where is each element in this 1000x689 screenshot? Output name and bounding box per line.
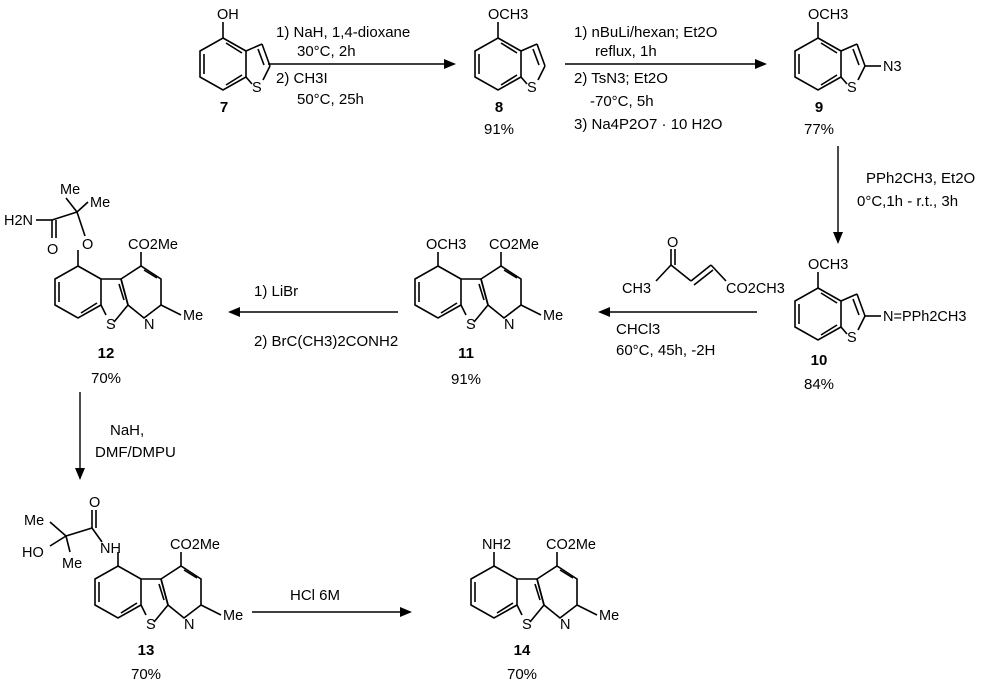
atom-ch3: CH3 xyxy=(622,281,651,297)
atom-n: N xyxy=(184,617,194,633)
yield-11: 91% xyxy=(450,371,482,388)
atom-amide-o: O xyxy=(47,242,58,258)
atom-me: Me xyxy=(543,308,563,324)
atom-och3: OCH3 xyxy=(808,257,848,273)
structure-enone-reagent: O CH3 CO2CH3 xyxy=(622,235,785,297)
atom-carbonyl-o: O xyxy=(89,495,100,511)
structure-9: OCH3 S N3 xyxy=(794,7,902,96)
compound-label-13: 13 xyxy=(137,642,155,659)
yield-8: 91% xyxy=(483,121,515,138)
compound-label-10: 10 xyxy=(810,352,828,369)
atom-s: S xyxy=(106,317,116,333)
compound-label-14: 14 xyxy=(513,642,531,659)
atom-och3: OCH3 xyxy=(808,7,848,23)
structure-8: OCH3 S xyxy=(474,7,546,96)
condition-12-13-line1: NaH, xyxy=(110,422,145,439)
atom-me: Me xyxy=(223,608,243,624)
arrow-10-to-11 xyxy=(598,307,757,317)
atom-s: S xyxy=(522,617,532,633)
atom-och3: OCH3 xyxy=(488,7,528,23)
atom-ester: CO2Me xyxy=(170,537,220,553)
atom-ylide: N=PPh2CH3 xyxy=(883,309,966,325)
atom-s: S xyxy=(527,80,537,96)
atom-oh: OH xyxy=(217,7,239,23)
atom-n3: N3 xyxy=(883,59,902,75)
yield-9: 77% xyxy=(803,121,835,138)
arrow-7-to-8 xyxy=(268,59,456,69)
condition-11-12-line2: 2) BrC(CH3)2CONH2 xyxy=(254,333,399,350)
condition-10-11-line2: 60°C, 45h, -2H xyxy=(616,342,716,359)
structure-7: OH S xyxy=(199,7,271,96)
atom-s: S xyxy=(847,330,857,346)
atom-amide-n: H2N xyxy=(4,213,33,229)
arrow-13-to-14 xyxy=(252,607,412,617)
condition-13-14-line1: HCl 6M xyxy=(290,587,341,604)
arrow-11-to-12 xyxy=(228,307,398,317)
compound-label-9: 9 xyxy=(814,99,824,116)
yield-10: 84% xyxy=(803,376,835,393)
condition-12-13-line2: DMF/DMPU xyxy=(95,444,176,461)
structure-10: OCH3 S N=PPh2CH3 xyxy=(794,257,966,346)
atom-ketone-o: O xyxy=(667,235,678,251)
compound-label-7: 7 xyxy=(219,99,229,116)
atom-ester: CO2Me xyxy=(128,237,178,253)
condition-9-10-line2: 0°C,1h - r.t., 3h xyxy=(857,193,959,210)
condition-11-12-line1: 1) LiBr xyxy=(254,283,299,300)
condition-8-9-line5: 3) Na4P2O7 · 10 H2O xyxy=(574,116,723,133)
atom-me: Me xyxy=(183,308,203,324)
yield-13: 70% xyxy=(130,666,162,683)
condition-8-9-line4: -70°C, 5h xyxy=(590,93,654,110)
atom-ether-o: O xyxy=(82,237,93,253)
compound-label-11: 11 xyxy=(458,345,474,362)
yield-12: 70% xyxy=(90,370,122,387)
yield-14: 70% xyxy=(506,666,538,683)
structure-13: O Me NH HO Me CO2Me S N Me xyxy=(22,495,243,633)
condition-8-9-line3: 2) TsN3; Et2O xyxy=(574,70,668,87)
atom-n: N xyxy=(560,617,570,633)
structure-12: Me Me H2N O O CO2Me S N Me xyxy=(4,182,203,333)
atom-n: N xyxy=(504,317,514,333)
arrow-12-to-13 xyxy=(75,392,85,480)
compound-label-8: 8 xyxy=(494,99,504,116)
atom-me: Me xyxy=(599,608,619,624)
atom-s: S xyxy=(252,80,262,96)
structure-14: NH2 CO2Me S N Me xyxy=(470,537,619,633)
condition-8-9-line1: 1) nBuLi/hexan; Et2O xyxy=(574,24,718,41)
atom-me2: Me xyxy=(62,556,82,572)
atom-nh2: NH2 xyxy=(482,537,511,553)
atom-me1: Me xyxy=(60,182,80,198)
atom-ester: CO2Me xyxy=(546,537,596,553)
compound-label-12: 12 xyxy=(97,345,115,362)
condition-9-10-line1: PPh2CH3, Et2O xyxy=(866,170,976,187)
condition-7-8-line3: 2) CH3I xyxy=(276,70,328,87)
atom-ester: CO2Me xyxy=(489,237,539,253)
atom-s: S xyxy=(847,80,857,96)
atom-co2ch3: CO2CH3 xyxy=(726,281,785,297)
atom-me2: Me xyxy=(90,195,110,211)
atom-och3: OCH3 xyxy=(426,237,466,253)
atom-nh: NH xyxy=(100,541,121,557)
atom-s: S xyxy=(146,617,156,633)
condition-10-11-line1: CHCl3 xyxy=(616,321,661,338)
condition-8-9-line2: reflux, 1h xyxy=(595,43,657,60)
atom-ho: HO xyxy=(22,545,44,561)
atom-n: N xyxy=(144,317,154,333)
atom-s: S xyxy=(466,317,476,333)
atom-me1: Me xyxy=(24,513,44,529)
arrow-8-to-9 xyxy=(565,59,767,69)
condition-7-8-line1: 1) NaH, 1,4-dioxane xyxy=(276,24,411,41)
structure-11: OCH3 CO2Me S N Me xyxy=(414,237,563,333)
condition-7-8-line2: 30°C, 2h xyxy=(297,43,356,60)
condition-7-8-line4: 50°C, 25h xyxy=(297,91,364,108)
arrow-9-to-10 xyxy=(833,146,843,244)
